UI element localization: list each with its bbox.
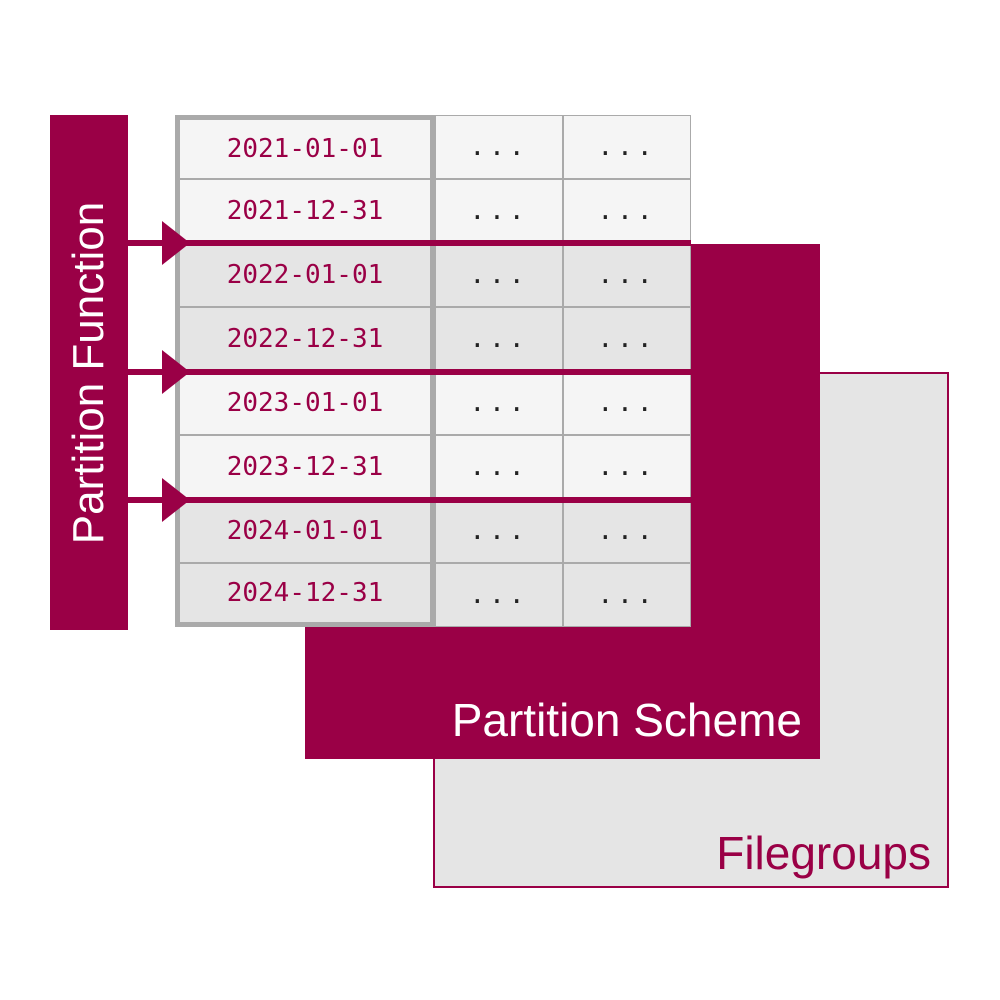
value-cell: ... — [435, 243, 563, 307]
value-cell: ... — [563, 307, 691, 371]
value-cell: ... — [563, 371, 691, 435]
partition-boundary-line — [128, 240, 691, 246]
value-cell: ... — [563, 499, 691, 563]
partition-key-cell: 2021-01-01 — [175, 115, 435, 179]
value-cell: ... — [435, 435, 563, 499]
value-cell: ... — [435, 499, 563, 563]
partition-key-cell: 2022-01-01 — [175, 243, 435, 307]
value-cell: ... — [563, 243, 691, 307]
table-row: 2021-01-01 ... ... — [175, 115, 691, 179]
table-row: 2024-12-31 ... ... — [175, 563, 691, 627]
arrow-right-icon — [162, 221, 190, 265]
partition-key-cell: 2024-12-31 — [175, 563, 435, 627]
partition-function-label: Partition Function — [64, 201, 113, 544]
table-row: 2023-01-01 ... ... — [175, 371, 691, 435]
table-row: 2021-12-31 ... ... — [175, 179, 691, 243]
partition-boundary-line — [128, 369, 691, 375]
partition-key-cell: 2021-12-31 — [175, 179, 435, 243]
partition-key-cell: 2023-01-01 — [175, 371, 435, 435]
partition-key-cell: 2022-12-31 — [175, 307, 435, 371]
partition-boundary-line — [128, 497, 691, 503]
value-cell: ... — [563, 179, 691, 243]
filegroups-label: Filegroups — [716, 827, 931, 879]
partition-scheme-label: Partition Scheme — [451, 694, 802, 746]
value-cell: ... — [435, 115, 563, 179]
arrow-right-icon — [162, 478, 190, 522]
value-cell: ... — [563, 435, 691, 499]
partition-function-box: Partition Function — [50, 115, 128, 630]
value-cell: ... — [435, 371, 563, 435]
partition-key-cell: 2024-01-01 — [175, 499, 435, 563]
partition-key-cell: 2023-12-31 — [175, 435, 435, 499]
table-row: 2024-01-01 ... ... — [175, 499, 691, 563]
value-cell: ... — [435, 563, 563, 627]
value-cell: ... — [435, 307, 563, 371]
table-row: 2023-12-31 ... ... — [175, 435, 691, 499]
value-cell: ... — [563, 563, 691, 627]
value-cell: ... — [435, 179, 563, 243]
arrow-right-icon — [162, 350, 190, 394]
table-row: 2022-01-01 ... ... — [175, 243, 691, 307]
value-cell: ... — [563, 115, 691, 179]
table-row: 2022-12-31 ... ... — [175, 307, 691, 371]
